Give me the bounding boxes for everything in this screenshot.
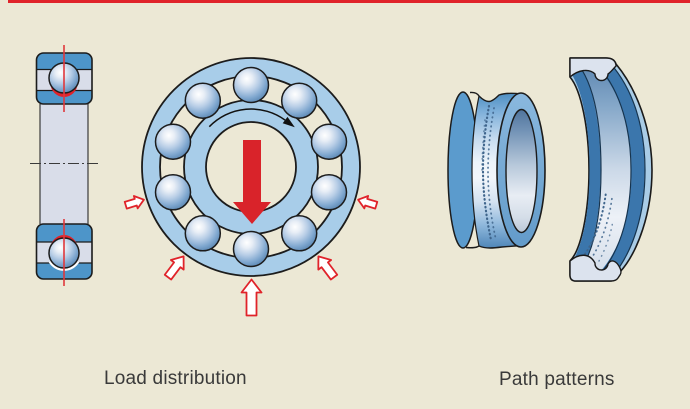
load-distribution-label: Load distribution — [104, 368, 247, 389]
wear-path-stipple — [481, 104, 497, 242]
ball — [310, 123, 348, 160]
rolling-elements — [154, 66, 348, 268]
ball — [184, 82, 222, 119]
load-arrow-sw — [163, 255, 185, 281]
ball — [280, 215, 318, 252]
bearing-cross-section — [30, 45, 98, 286]
inner-ring-bore — [505, 108, 538, 234]
load-arrow-e — [357, 195, 379, 210]
ball — [184, 215, 222, 252]
outer-ring-path-pattern — [569, 57, 653, 282]
cross-section-top — [35, 45, 93, 112]
load-arrow-bottom — [240, 278, 263, 317]
wear-path-stipple — [584, 191, 614, 262]
ball — [280, 82, 318, 119]
outer-ring-top-cut-face — [569, 57, 617, 82]
inner-ring-path-pattern — [447, 91, 546, 249]
top-red-rule — [8, 0, 690, 3]
ball — [154, 174, 192, 211]
outer-ring-bottom-cut-face — [569, 254, 622, 282]
ball — [310, 174, 348, 211]
load-arrow-se — [317, 255, 339, 281]
rotation-direction-arrow — [208, 108, 295, 128]
ball — [232, 66, 270, 104]
load-arrow-w — [123, 195, 145, 210]
cross-section-bottom — [35, 219, 93, 286]
ball — [232, 230, 270, 268]
path-patterns-label: Path patterns — [499, 369, 615, 390]
load-distribution-arrows — [123, 195, 379, 317]
bearing-front-view — [123, 57, 379, 317]
radial-load-arrow — [233, 140, 271, 224]
ball — [154, 123, 192, 160]
